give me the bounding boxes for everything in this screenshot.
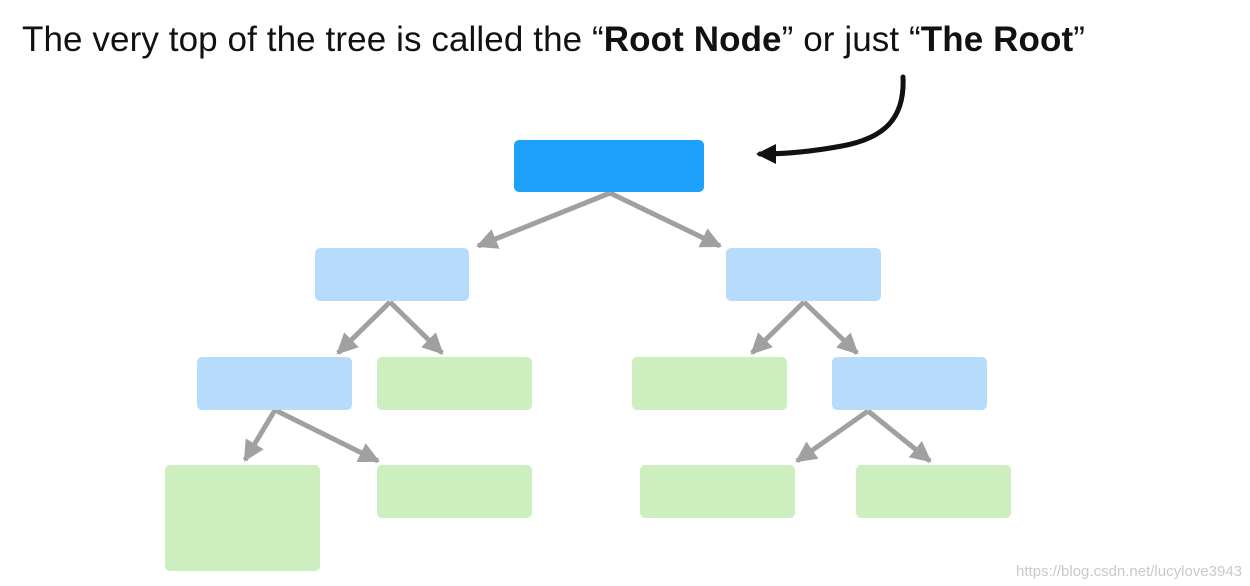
caption-text-2: ” or just “ (781, 20, 921, 59)
edge-l1left-internal (336, 300, 392, 355)
caption-bold-root-node: Root Node (603, 20, 782, 59)
node-level1-right (726, 248, 881, 301)
node-level2-right-leaf (632, 357, 787, 410)
node-level2-right-internal (832, 357, 987, 410)
edge-l2right-leaf4 (866, 409, 932, 463)
caption: The very top of the tree is called the “… (22, 20, 1085, 60)
edge-l1right-internal (802, 300, 859, 355)
caption-text-3: ” (1073, 20, 1086, 59)
root-pointer-arrow (756, 74, 906, 164)
node-level3-leaf-2 (377, 465, 532, 518)
node-level3-leaf-4 (856, 465, 1011, 518)
node-level2-left-internal (197, 357, 352, 410)
edge-l2left-leaf2 (273, 407, 380, 464)
node-level2-left-leaf (377, 357, 532, 410)
watermark: https://blog.csdn.net/lucylove3943 (1016, 563, 1242, 580)
edge-root-right (608, 190, 722, 249)
caption-text-1: The very top of the tree is called the “ (22, 20, 604, 59)
edge-root-left (476, 190, 611, 249)
node-level1-left (315, 248, 469, 301)
edge-l1left-leaf (388, 300, 444, 355)
edge-l1right-leaf (750, 300, 806, 355)
node-level3-leaf-3 (640, 465, 795, 518)
root-node (514, 140, 704, 192)
caption-bold-the-root: The Root (920, 20, 1074, 59)
edge-l2right-leaf3 (795, 408, 870, 464)
node-level3-leaf-1 (165, 465, 320, 571)
edge-l2left-leaf1 (242, 408, 278, 462)
